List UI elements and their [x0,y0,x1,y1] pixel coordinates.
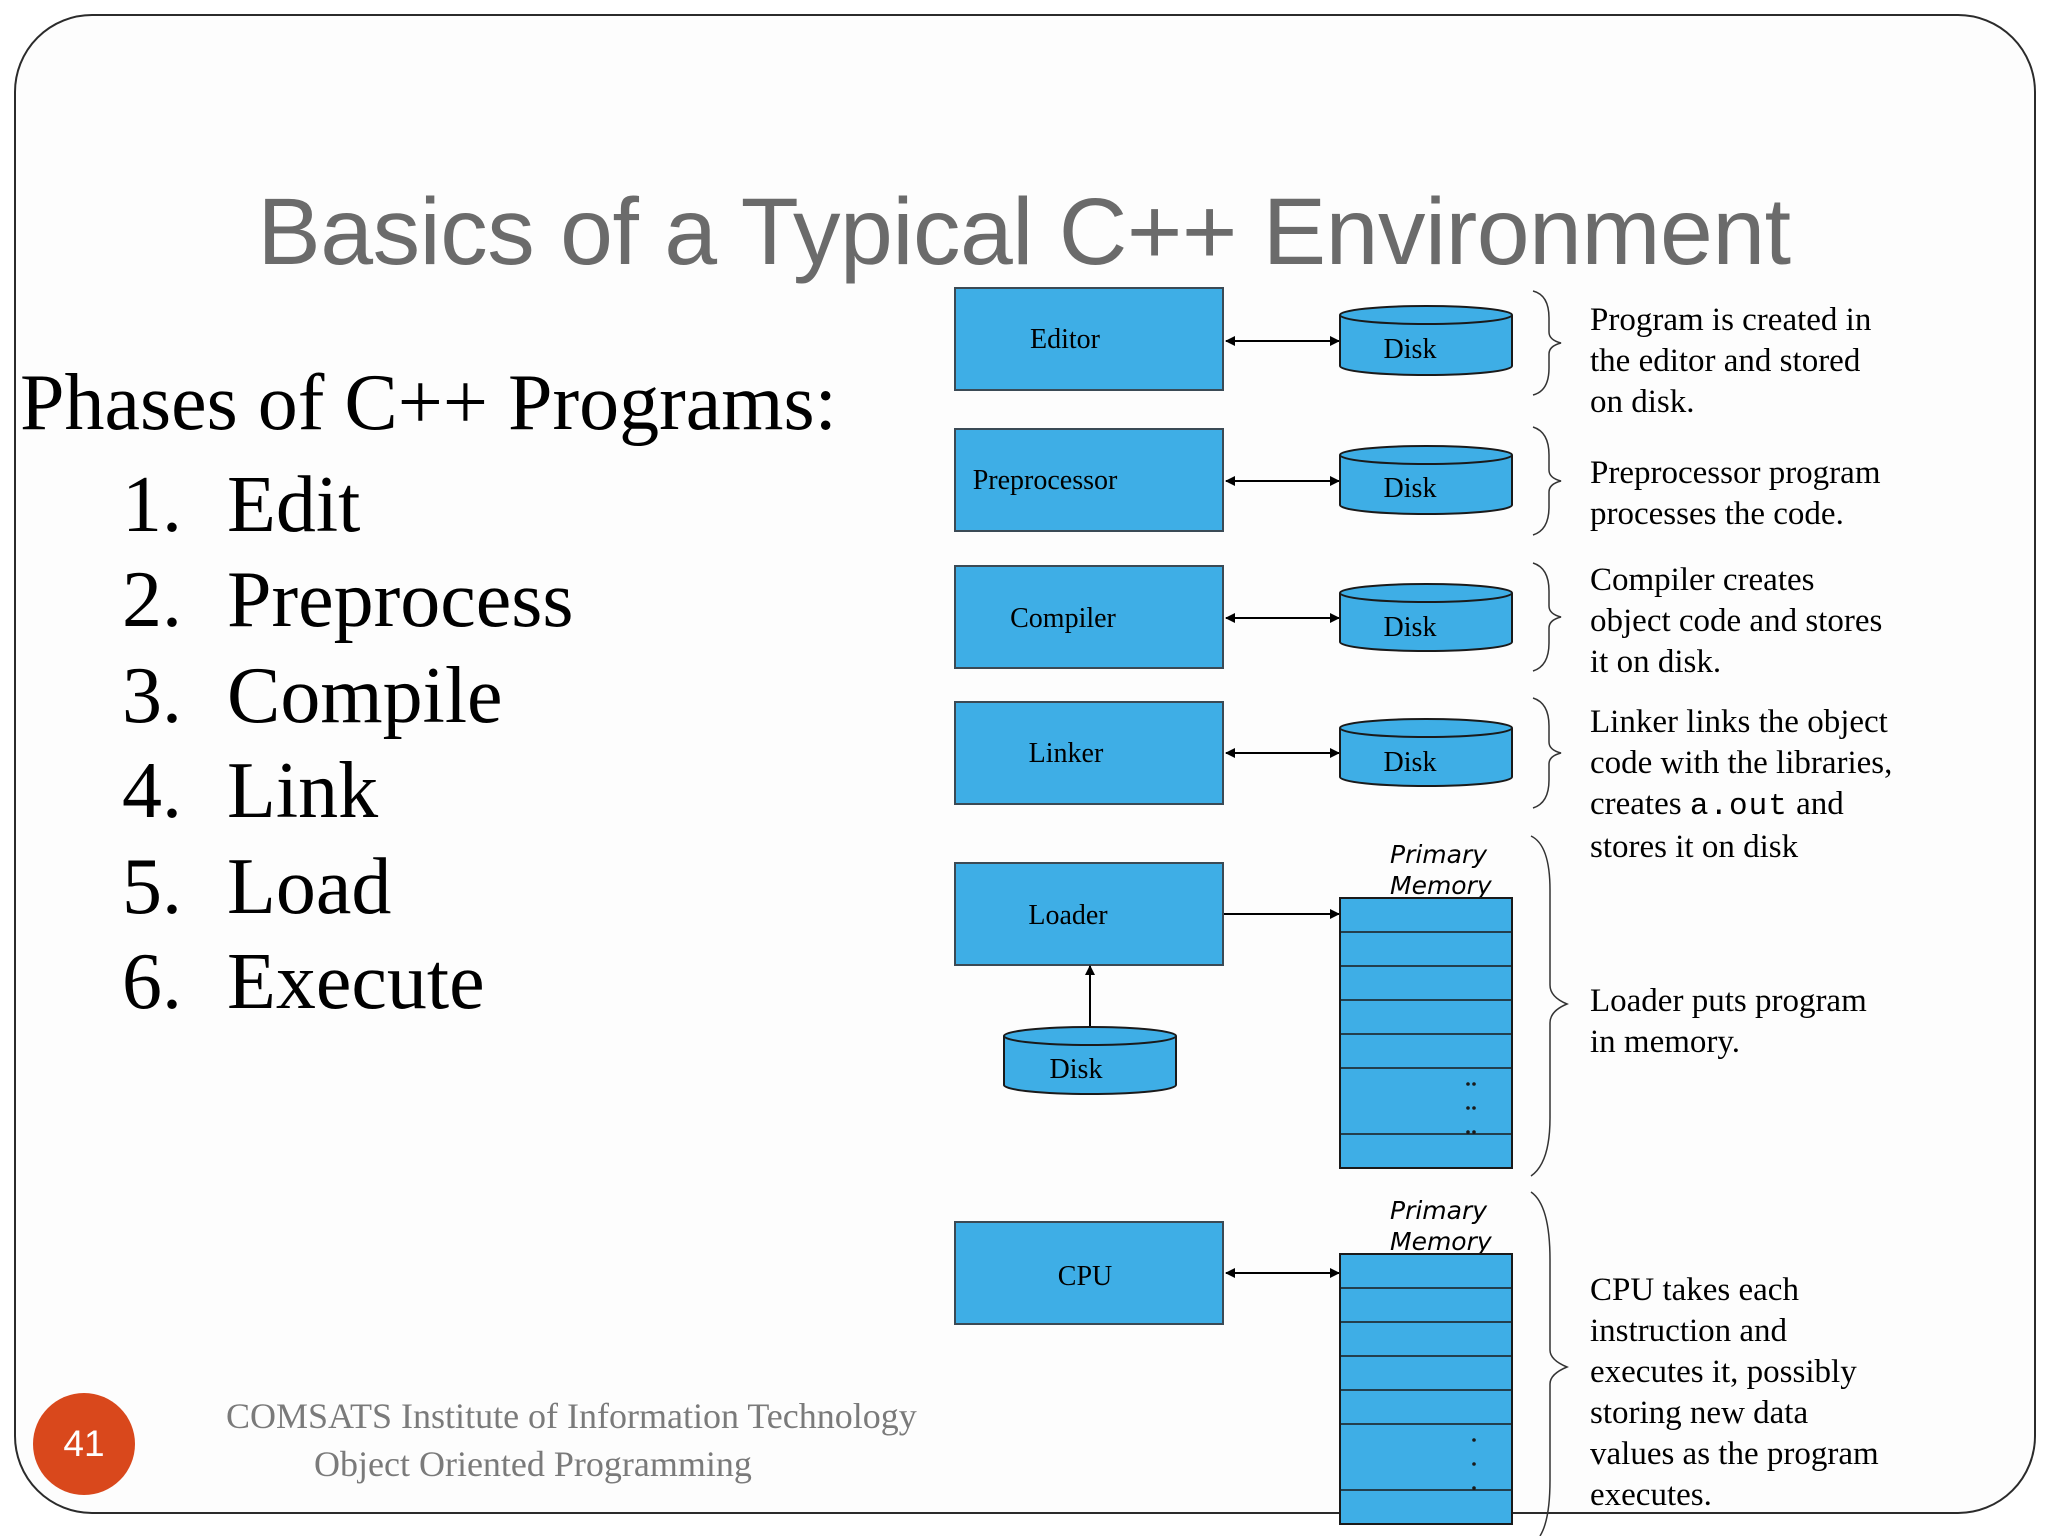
preprocessor-row: Preprocessor Disk [954,426,1562,536]
page-number-badge: 41 [33,1393,135,1495]
preprocessor-description: Preprocessor program processes the code. [1590,453,1881,535]
linker-row: Linker Disk [954,697,1562,809]
description-line: on disk. [1590,384,1695,420]
phase-label: Edit [227,461,361,549]
phase-item-load: 5.Load [122,847,391,927]
compiler-row: Compiler Disk [954,562,1562,672]
description-text: and stores it on disk [1590,786,1844,865]
linker-box-label: Linker [1029,738,1104,769]
disk-label: Disk [1050,1054,1103,1085]
preprocessor-brace [1532,426,1562,536]
primary-memory-label: Memory [1390,871,1493,900]
phase-label: Execute [227,938,485,1026]
primary-memory-block [1339,897,1513,1169]
primary-memory-block [1339,1253,1513,1525]
phase-number: 2. [122,556,182,644]
phase-item-preprocess: 2.Preprocess [122,560,574,640]
phase-number: 3. [122,652,182,740]
disk-label: Disk [1384,612,1437,643]
disk-label: Disk [1384,334,1437,365]
description-text: Linker links the object code with the li… [1590,704,1893,822]
loader-brace [1530,835,1569,1177]
primary-memory-label: Primary [1390,1196,1488,1225]
preprocessor-box [954,428,1224,532]
preprocessor-box-label: Preprocessor [973,465,1118,496]
description-line: Compiler creates [1590,562,1815,598]
editor-box [954,287,1224,391]
description-line: executes it, possibly [1590,1354,1857,1390]
editor-description: Program is created in the editor and sto… [1590,300,1871,423]
phase-label: Load [227,843,392,931]
description-line: processes the code. [1590,496,1844,532]
slide-title: Basics of a Typical C++ Environment [257,179,1791,285]
a-out-code: a.out [1689,789,1788,824]
phases-heading: Phases of C++ Programs: [20,359,837,447]
disk-label: Disk [1384,473,1437,504]
phase-label: Link [227,747,379,835]
compiler-box-label: Compiler [1010,603,1116,634]
compiler-brace [1532,562,1562,672]
phase-item-execute: 6.Execute [122,942,485,1022]
editor-disk: Disk [1339,305,1513,376]
cpu-brace [1530,1191,1569,1536]
description-line: Loader puts program [1590,983,1867,1019]
linker-box [954,701,1224,805]
editor-row: Editor Disk [954,287,1562,396]
footer-institute: COMSATS Institute of Information Technol… [226,1396,917,1436]
loader-box-label: Loader [1028,900,1108,931]
description-line: object code and stores [1590,603,1883,639]
cpu-description: CPU takes each instruction and executes … [1590,1270,1879,1516]
phase-label: Compile [227,652,503,740]
cpu-box [954,1221,1224,1325]
phase-number: 5. [122,843,182,931]
footer-course: Object Oriented Programming [314,1444,752,1484]
description-line: it on disk. [1590,644,1722,680]
description-line: in memory. [1590,1024,1740,1060]
description-line: the editor and stored [1590,343,1861,379]
phase-label: Preprocess [227,556,574,644]
cpu-box-label: CPU [1058,1261,1112,1292]
primary-memory-label: Memory [1390,1227,1493,1256]
linker-description: Linker links the object code with the li… [1590,702,1892,868]
description-line: values as the program [1590,1436,1879,1472]
loader-disk: Disk [1003,1026,1177,1095]
phase-number: 6. [122,938,182,1026]
compiler-box [954,565,1224,669]
editor-brace [1532,290,1562,396]
description-line: storing new data [1590,1395,1809,1431]
editor-box-label: Editor [1030,324,1101,355]
primary-memory-label: Primary [1390,840,1488,869]
description-line: Preprocessor program [1590,455,1881,491]
loader-description: Loader puts program in memory. [1590,981,1867,1063]
linker-disk: Disk [1339,718,1513,787]
preprocessor-disk: Disk [1339,445,1513,515]
loader-row: Loader Disk Primary Memory [954,835,1569,1177]
description-line: instruction and [1590,1313,1788,1349]
description-line: CPU takes each [1590,1272,1799,1308]
description-line: executes. [1590,1477,1712,1513]
compiler-description: Compiler creates object code and stores … [1590,560,1882,683]
description-line: Program is created in [1590,302,1872,338]
compiler-disk: Disk [1339,583,1513,652]
linker-brace [1532,697,1562,809]
phase-item-edit: 1.Edit [122,465,360,545]
phase-item-link: 4.Link [122,751,378,831]
cpu-row: CPU Primary Memory [954,1191,1569,1536]
phase-item-compile: 3.Compile [122,656,503,736]
disk-label: Disk [1384,747,1437,778]
phase-number: 1. [122,461,182,549]
phase-number: 4. [122,747,182,835]
